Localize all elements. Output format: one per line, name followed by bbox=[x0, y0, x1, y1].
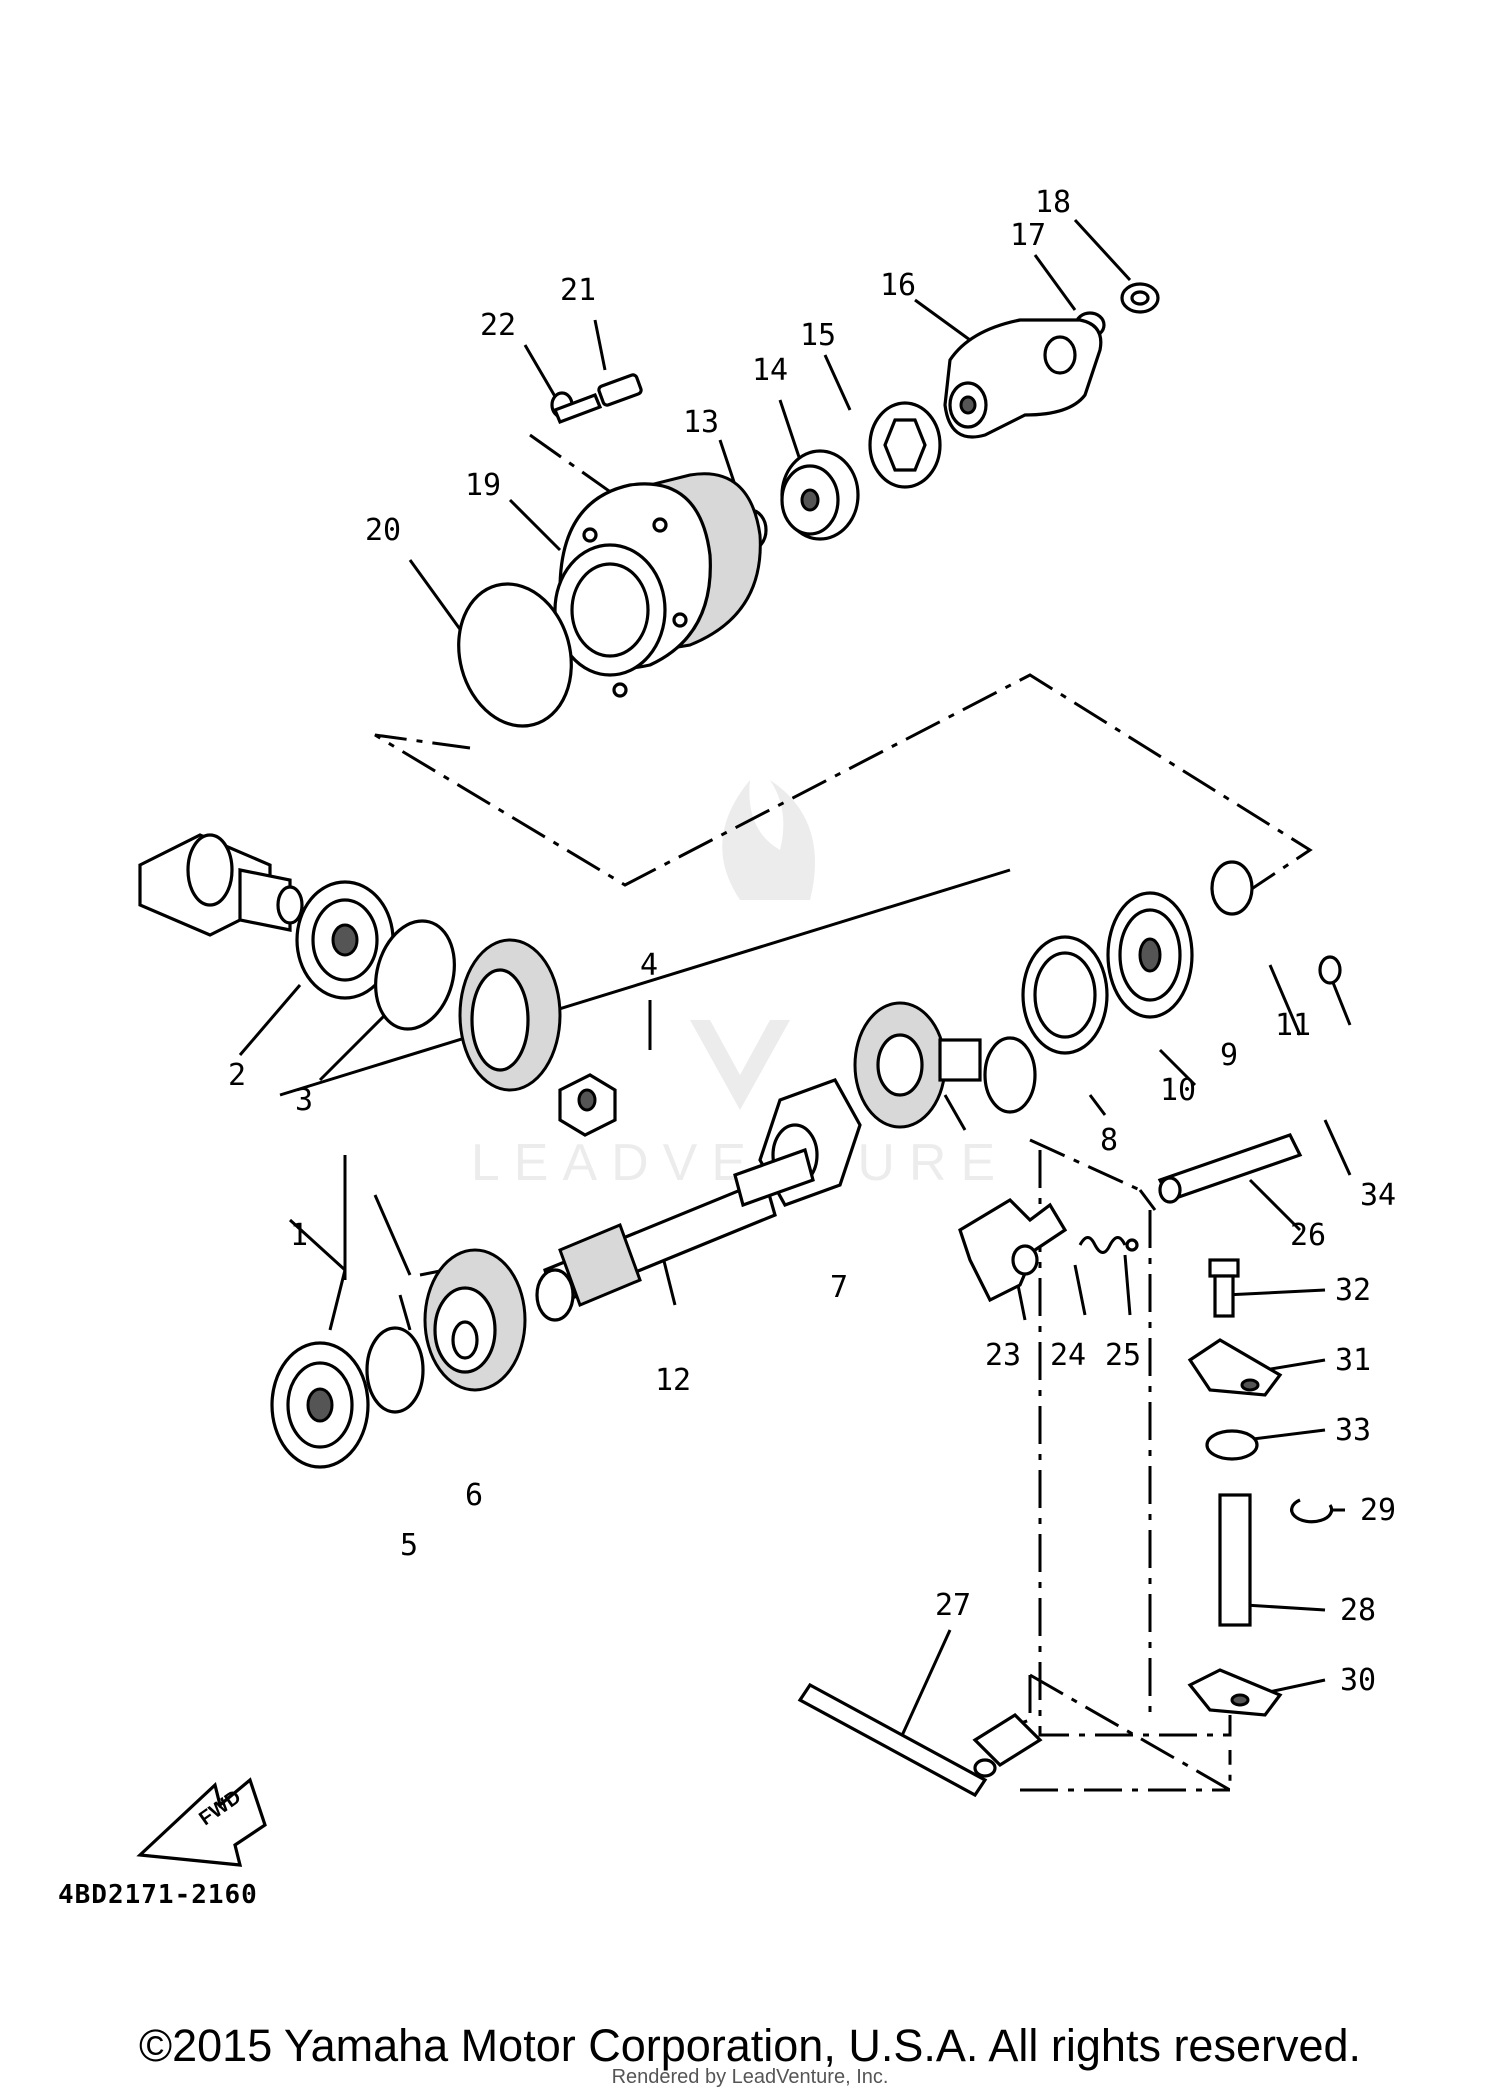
part-32-bolt bbox=[1208, 1258, 1240, 1318]
callout-11: 11 bbox=[1275, 1008, 1311, 1043]
fwd-arrow-icon: FWD bbox=[136, 1777, 267, 1867]
part-15-oil-seal bbox=[868, 401, 942, 489]
callout-16: 16 bbox=[880, 268, 916, 303]
part-9-bearing bbox=[1106, 891, 1194, 1019]
callout-9: 9 bbox=[1220, 1038, 1238, 1073]
watermark-logo bbox=[690, 780, 815, 1110]
part-5-bearing bbox=[270, 1341, 370, 1469]
part-28-shaft bbox=[1218, 1493, 1252, 1627]
callout-29: 29 bbox=[1360, 1493, 1396, 1528]
part-29-circlip bbox=[1290, 1498, 1334, 1524]
part-3-o-ring bbox=[374, 919, 456, 1031]
callout-18: 18 bbox=[1035, 185, 1071, 220]
watermark-text: LEADVENTURE bbox=[471, 1134, 1009, 1192]
callout-26: 26 bbox=[1290, 1218, 1326, 1253]
part-21-bolt bbox=[552, 373, 643, 425]
part-2-bearing bbox=[295, 880, 395, 1000]
part-10-sleeve bbox=[1021, 935, 1109, 1055]
callout-30: 30 bbox=[1340, 1663, 1376, 1698]
callout-34: 34 bbox=[1360, 1178, 1396, 1213]
part-pinion-gear bbox=[423, 1248, 527, 1392]
part-25-ball bbox=[1125, 1238, 1139, 1252]
callout-12: 12 bbox=[655, 1363, 691, 1398]
part-8-shim bbox=[983, 1036, 1037, 1114]
part-11-nut bbox=[1210, 860, 1254, 916]
part-26-shift-shaft bbox=[1157, 1133, 1303, 1204]
callout-17: 17 bbox=[1010, 218, 1046, 253]
callout-20: 20 bbox=[365, 513, 401, 548]
callout-5: 5 bbox=[400, 1528, 418, 1563]
rendered-by-credit: Rendered by LeadVenture, Inc. bbox=[611, 2066, 889, 2088]
callout-33: 33 bbox=[1335, 1413, 1371, 1448]
part-20-o-ring bbox=[457, 582, 573, 728]
part-1-ring-gear bbox=[458, 938, 562, 1092]
callout-23: 23 bbox=[985, 1338, 1021, 1373]
callout-21: 21 bbox=[560, 273, 596, 308]
part-12-drive-shaft bbox=[535, 1147, 815, 1322]
callout-15: 15 bbox=[800, 318, 836, 353]
callout-22: 22 bbox=[480, 308, 516, 343]
part-6-shim bbox=[365, 1326, 425, 1414]
callout-32: 32 bbox=[1335, 1273, 1371, 1308]
callout-1: 1 bbox=[290, 1218, 308, 1253]
part-27-shift-rod bbox=[797, 1682, 1043, 1798]
callout-8: 8 bbox=[1100, 1123, 1118, 1158]
part-16-yoke bbox=[943, 318, 1103, 439]
catalog-number: 4BD2171-2160 bbox=[58, 1880, 258, 1910]
callout-7: 7 bbox=[830, 1270, 848, 1305]
part-bevel-gear-right bbox=[853, 1001, 982, 1129]
copyright-notice: ©2015 Yamaha Motor Corporation, U.S.A. A… bbox=[138, 2020, 1362, 2071]
part-19-housing bbox=[553, 472, 762, 698]
callout-6: 6 bbox=[465, 1478, 483, 1513]
callout-25: 25 bbox=[1105, 1338, 1141, 1373]
callout-labels: 1 2 3 4 5 6 7 8 9 10 11 12 13 14 15 16 1… bbox=[228, 185, 1396, 1698]
callout-24: 24 bbox=[1050, 1338, 1086, 1373]
part-23-shift-fork bbox=[958, 1197, 1068, 1303]
part-4-nut bbox=[558, 1073, 617, 1137]
callout-31: 31 bbox=[1335, 1343, 1371, 1378]
callout-2: 2 bbox=[228, 1058, 246, 1093]
part-30-lever bbox=[1187, 1668, 1283, 1717]
part-14-bearing bbox=[780, 449, 860, 541]
callout-3: 3 bbox=[295, 1083, 313, 1118]
part-31-lever bbox=[1187, 1338, 1283, 1397]
callout-14: 14 bbox=[752, 353, 788, 388]
part-34-o-ring bbox=[1318, 955, 1342, 985]
part-shaft-stub bbox=[138, 833, 304, 937]
part-18-nut bbox=[1120, 282, 1160, 314]
part-33-seal bbox=[1205, 1429, 1259, 1461]
leader-lines bbox=[238, 218, 1352, 1741]
part-24-spring bbox=[1078, 1236, 1127, 1254]
callout-10: 10 bbox=[1160, 1073, 1196, 1108]
callout-13: 13 bbox=[683, 405, 719, 440]
callout-4: 4 bbox=[640, 948, 658, 983]
callout-27: 27 bbox=[935, 1588, 971, 1623]
callout-28: 28 bbox=[1340, 1593, 1376, 1628]
callout-19: 19 bbox=[465, 468, 501, 503]
